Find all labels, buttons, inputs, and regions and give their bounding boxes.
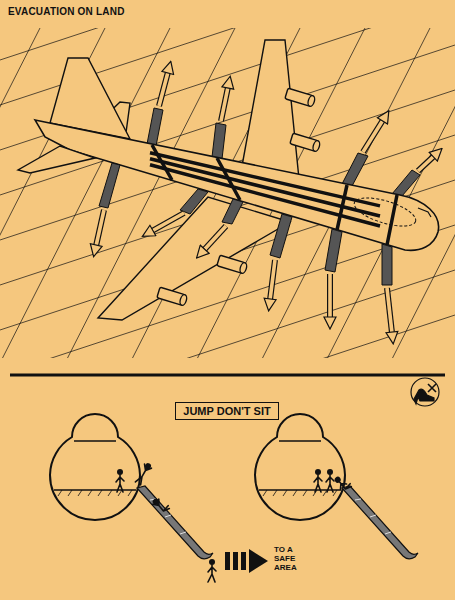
near-exit-arrows-part (270, 260, 275, 300)
near-exit-arrows-part (387, 288, 392, 333)
far-exit-arrows-part (221, 87, 228, 121)
near-slides-part (180, 189, 208, 214)
cabin-section-sit-part (263, 490, 337, 496)
ground-grid-part (0, 28, 455, 358)
far-exit-arrows-part (418, 156, 434, 171)
no-high-heels-icon-part (411, 378, 439, 406)
near-slides-part (99, 163, 120, 208)
near-slides-part (270, 214, 292, 258)
no-high-heels-icon (411, 378, 439, 406)
near-exit-arrows-part (270, 260, 275, 300)
cabin-section-sit-part-part (327, 469, 333, 475)
cabin-section-sit-part (333, 473, 352, 493)
cabin-section-jump-part (137, 486, 213, 559)
near-slides-part (325, 229, 342, 272)
far-exit-arrows-part (363, 120, 383, 152)
ground-grid (0, 28, 455, 358)
near-exit-arrows-part (387, 288, 392, 333)
safe-area-arrow-part (233, 552, 238, 570)
far-exit-arrows-part (418, 156, 434, 171)
far-wing-part-part (312, 140, 321, 152)
safe-area-arrow (225, 549, 268, 573)
near-exit-arrows-part (152, 213, 184, 231)
cabin-section-sit (255, 414, 418, 559)
near-exit-arrows (96, 210, 392, 333)
cabin-section-jump-part (151, 495, 170, 515)
cabin-section-jump-part (58, 490, 132, 496)
cabin-section-jump-part-part (208, 565, 216, 582)
near-slides-part (382, 244, 392, 285)
cabin-section-sit-part-part (337, 478, 352, 493)
cabin-section-jump-part (208, 559, 216, 582)
cabin-section-jump-part (135, 462, 153, 486)
far-wing-part (285, 88, 316, 107)
near-slides (99, 163, 392, 285)
safe-area-arrow-part (249, 549, 268, 573)
no-high-heels-icon-part (428, 384, 436, 392)
far-exit-arrows-part (221, 87, 228, 121)
cabin-section-jump (50, 414, 216, 582)
far-slides-part (147, 108, 163, 146)
arrow-label: TO A SAFE AREA (274, 546, 304, 572)
cabin-section-sit-part (355, 499, 391, 534)
cabin-section-sit-part (326, 469, 334, 492)
near-slides-part (222, 199, 243, 224)
near-exit-arrows-part (96, 210, 104, 246)
near-exit-arrows-part (204, 226, 226, 250)
fuselage-part (418, 208, 431, 217)
far-slides-part (212, 123, 226, 159)
near-exit-arrows-part (152, 213, 184, 231)
cabin-section-jump-part (54, 441, 136, 490)
far-exit-arrows-part (363, 120, 383, 152)
cabin-section-sit-part (255, 414, 345, 520)
near-exit-arrows-part (327, 274, 333, 318)
page-title: EVACUATION ON LAND (8, 6, 125, 17)
near-exit-arrows-part (96, 210, 104, 246)
far-wing-part-part (307, 95, 316, 107)
near-wing-part (157, 287, 188, 306)
safe-area-arrow-part (225, 552, 230, 570)
cabin-section-sit-part-part (315, 469, 321, 475)
cabin-section-sit-part-part (314, 475, 322, 492)
cabin-section-jump-part-part (117, 469, 123, 475)
near-wing-part (98, 197, 290, 320)
cabin-section-jump-part (50, 414, 140, 520)
cabin-section-jump-part-part (116, 475, 124, 492)
far-slides-part (342, 153, 368, 186)
far-exit-arrows-part (159, 72, 168, 106)
near-wing-part-part (239, 262, 248, 274)
box-text: JUMP DON'T SIT (183, 405, 270, 417)
far-slides-part (392, 170, 420, 196)
cabin-section-jump-part-part (153, 497, 170, 515)
no-high-heels-icon-part (414, 389, 434, 404)
cabin-section-jump-part (116, 469, 124, 492)
cabin-section-jump-part-part (209, 559, 215, 565)
cabin-section-sit-part-part (326, 475, 334, 492)
instruction-box: JUMP DON'T SIT (175, 402, 278, 420)
near-tailplane (18, 146, 95, 173)
section-divider (10, 374, 445, 377)
cabin-section-sit-part (314, 469, 322, 492)
far-exit-arrows-part (159, 72, 168, 106)
near-wing-part (217, 255, 248, 274)
near-exit-arrows-part (328, 274, 332, 318)
safe-area-arrow-part (241, 552, 246, 570)
ground-grid-part (0, 28, 455, 358)
far-wing-part (290, 133, 321, 152)
near-wing (98, 197, 290, 320)
cabin-section-sit-part (342, 486, 418, 559)
near-exit-arrows-part (204, 226, 226, 250)
cabin-section-sit-part (259, 441, 341, 490)
near-wing-part-part (179, 294, 188, 306)
cabin-section-jump-part-part (135, 464, 152, 485)
